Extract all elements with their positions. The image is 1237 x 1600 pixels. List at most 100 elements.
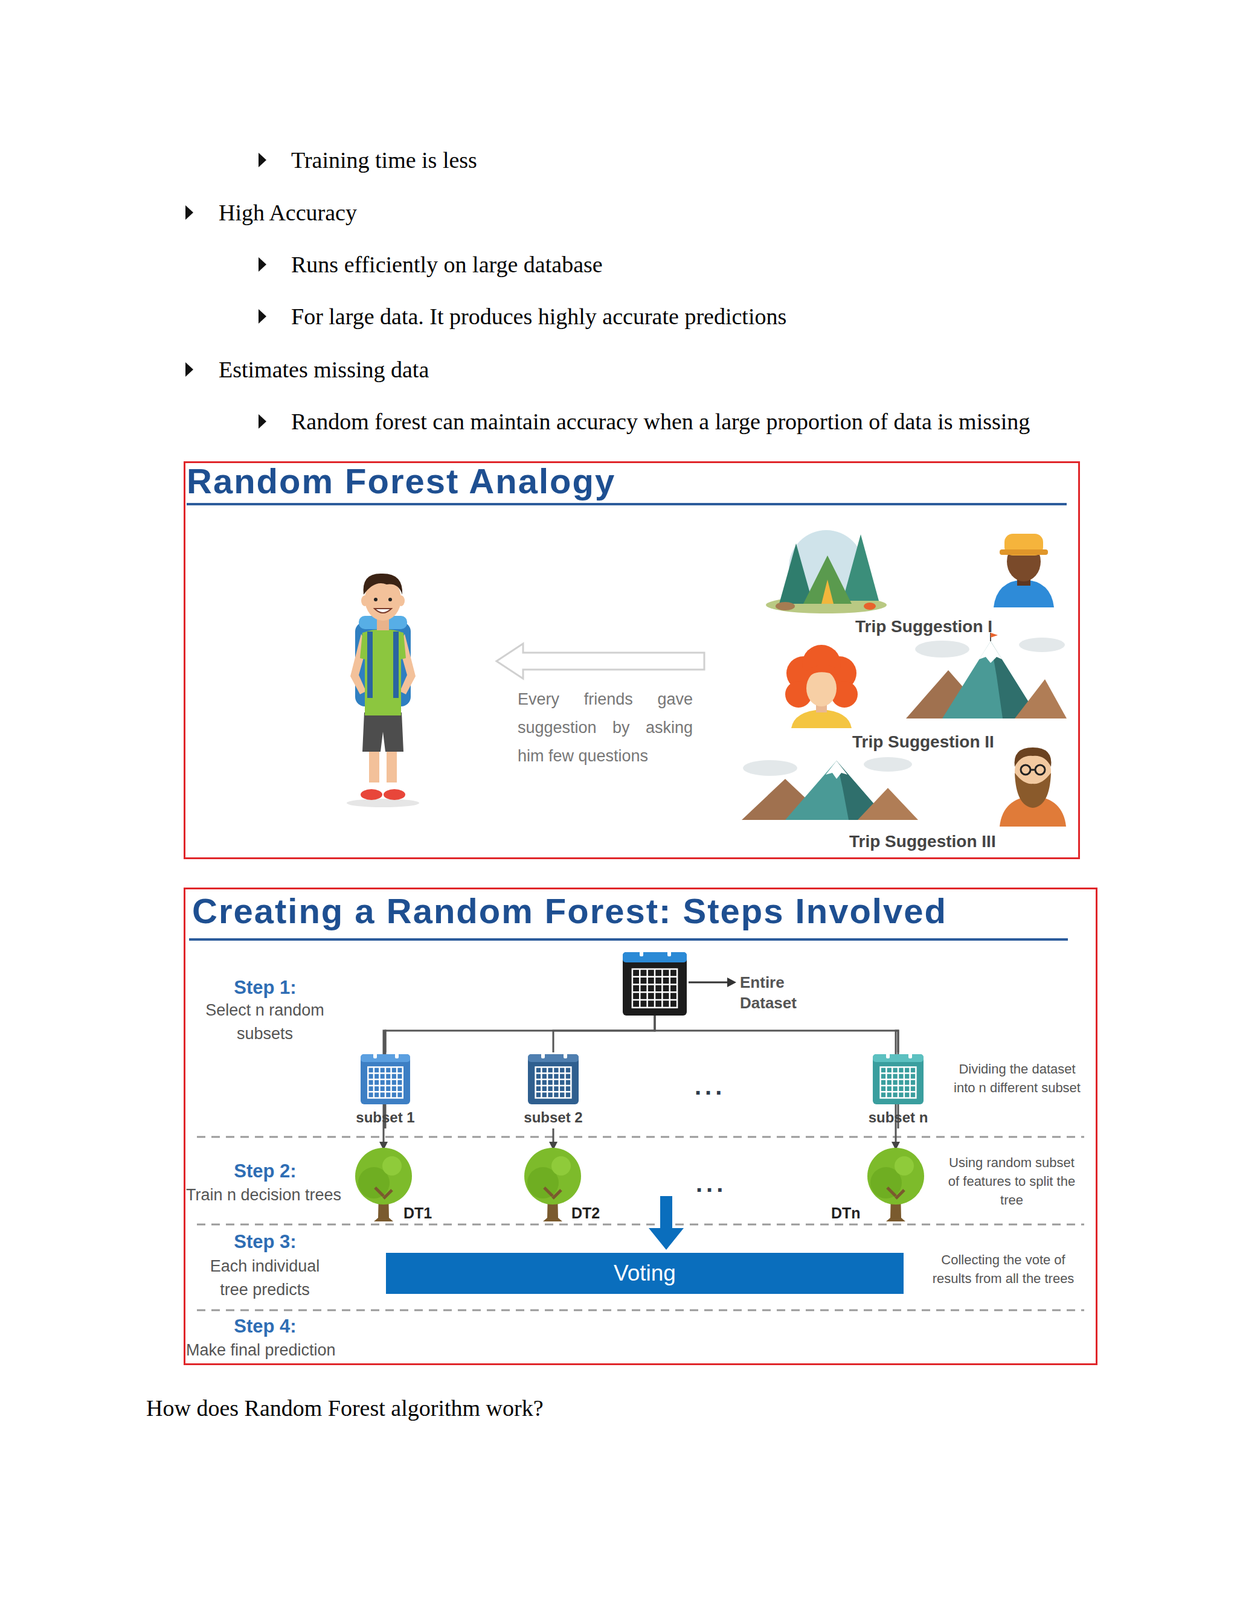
- title-rule: [189, 938, 1068, 942]
- grid-icon: [891, 1067, 894, 1099]
- grid-icon: [367, 1067, 403, 1099]
- grid-icon: [527, 1054, 579, 1105]
- connector: [553, 1015, 655, 1053]
- grid-icon: [880, 1072, 917, 1075]
- grid-icon: [527, 1051, 579, 1105]
- friend-figure: [1014, 747, 1052, 768]
- step-description: Train n decision trees: [186, 1184, 342, 1207]
- bullet-text: For large data. It produces highly accur…: [291, 303, 787, 330]
- grid-icon: [622, 952, 687, 1016]
- hiker-figure: [359, 629, 406, 716]
- voting-label: Voting: [613, 1260, 676, 1288]
- bullet-text: Training time is less: [291, 146, 478, 174]
- dataset-label: Entire Dataset: [739, 972, 813, 1014]
- grid-icon: [885, 1067, 888, 1099]
- pointer-arrow: [727, 977, 737, 988]
- tree-icon: [375, 1188, 392, 1199]
- tree-label: DT1: [403, 1204, 432, 1222]
- grid-icon: [909, 1067, 911, 1099]
- mountain-scene: [1018, 637, 1065, 653]
- step-description: Select n random subsets: [199, 999, 330, 1047]
- friend-figure: [1035, 765, 1045, 775]
- step-divider: [196, 1310, 1085, 1312]
- slide-frame: Random Forest Analogy: [183, 461, 1080, 860]
- tent-scene: [765, 530, 887, 614]
- friend-figure: [1020, 765, 1031, 775]
- hiker-figure: [369, 745, 380, 790]
- tree-icon: [887, 1188, 905, 1199]
- grid-icon: [535, 1085, 572, 1088]
- bullet-text: High Accuracy: [218, 199, 357, 226]
- tree-icon: [355, 1148, 412, 1205]
- grid-icon: [535, 1067, 572, 1099]
- bullet-marker: [258, 152, 267, 168]
- grid-icon: [535, 1079, 572, 1082]
- grid-icon: [395, 1051, 399, 1059]
- grid-icon: [527, 1054, 579, 1063]
- subset-icon: subset 1: [360, 1051, 411, 1105]
- hiker-figure: [367, 631, 373, 699]
- mountain-scene: [979, 641, 1003, 664]
- grid-icon: [541, 1051, 545, 1059]
- side-note: Collecting the vote of results from all …: [927, 1250, 1079, 1289]
- pointer-arrow: [688, 977, 737, 988]
- tree-icon: [867, 1148, 925, 1205]
- grid-icon: [384, 1067, 387, 1099]
- grid-icon: [373, 1067, 376, 1099]
- mountain-scene: [915, 640, 970, 658]
- question-text: How does Random Forest algorithm work?: [146, 1395, 544, 1422]
- bullet-marker: [185, 362, 194, 377]
- hiker-figure: [362, 712, 404, 752]
- voting-bar: Voting: [385, 1253, 904, 1295]
- mountain-scene: [863, 757, 913, 772]
- tree-icon: [524, 1148, 582, 1205]
- grid-icon: [367, 1072, 403, 1075]
- grid-icon: [646, 969, 649, 1009]
- connector: [552, 1128, 555, 1150]
- step-heading: Step 4:: [186, 1315, 344, 1339]
- arrow-outline: [496, 643, 705, 679]
- connector: [385, 1015, 655, 1053]
- hiker-figure: [363, 573, 403, 595]
- subset-label: subset 1: [355, 1109, 415, 1127]
- grid-icon: [535, 1091, 572, 1094]
- tent-scene: [863, 602, 876, 611]
- grid-icon: [632, 976, 678, 979]
- grid-icon: [373, 1051, 377, 1059]
- grid-icon: [622, 949, 687, 1016]
- trip-label: Trip Suggestion I: [855, 617, 993, 637]
- side-note: Dividing the dataset into n different su…: [950, 1060, 1085, 1098]
- step-divider: [196, 1224, 1085, 1227]
- trip-label: Trip Suggestion II: [852, 732, 995, 752]
- analogy-note: Every friends gave suggestion by asking …: [517, 685, 693, 771]
- grid-icon: [886, 1051, 890, 1059]
- mountain-scene: [742, 760, 798, 777]
- friend-figure: [993, 533, 1054, 608]
- tree-icon: [544, 1188, 562, 1199]
- mountain-scene: [906, 632, 1067, 719]
- trip-label: Trip Suggestion III: [849, 832, 997, 852]
- hiker-figure: [386, 745, 397, 790]
- title-rule: [186, 503, 1067, 506]
- tent-scene: [775, 602, 795, 611]
- slide-title: Random Forest Analogy: [186, 463, 616, 500]
- grid-icon: [622, 952, 687, 963]
- grid-icon: [897, 1067, 900, 1099]
- grid-icon: [390, 1067, 392, 1099]
- friend-figure: [785, 645, 858, 729]
- bullet-text: Estimates missing data: [218, 356, 429, 383]
- friend-figure: [1030, 769, 1036, 772]
- grid-icon: [535, 1072, 572, 1075]
- mountain-scene: [741, 757, 919, 821]
- tree-icon: [551, 1156, 571, 1176]
- subset-label: subset n: [868, 1109, 929, 1127]
- grid-icon: [872, 1054, 924, 1105]
- tree-icon: [382, 1156, 402, 1176]
- dataset-icon: Entire Dataset: [622, 949, 687, 1016]
- tent-scene: [821, 579, 834, 605]
- ellipsis: ...: [695, 1171, 727, 1196]
- tent-scene: [803, 555, 852, 605]
- subset-icon: subset n: [872, 1051, 924, 1105]
- grid-icon: [367, 1085, 403, 1088]
